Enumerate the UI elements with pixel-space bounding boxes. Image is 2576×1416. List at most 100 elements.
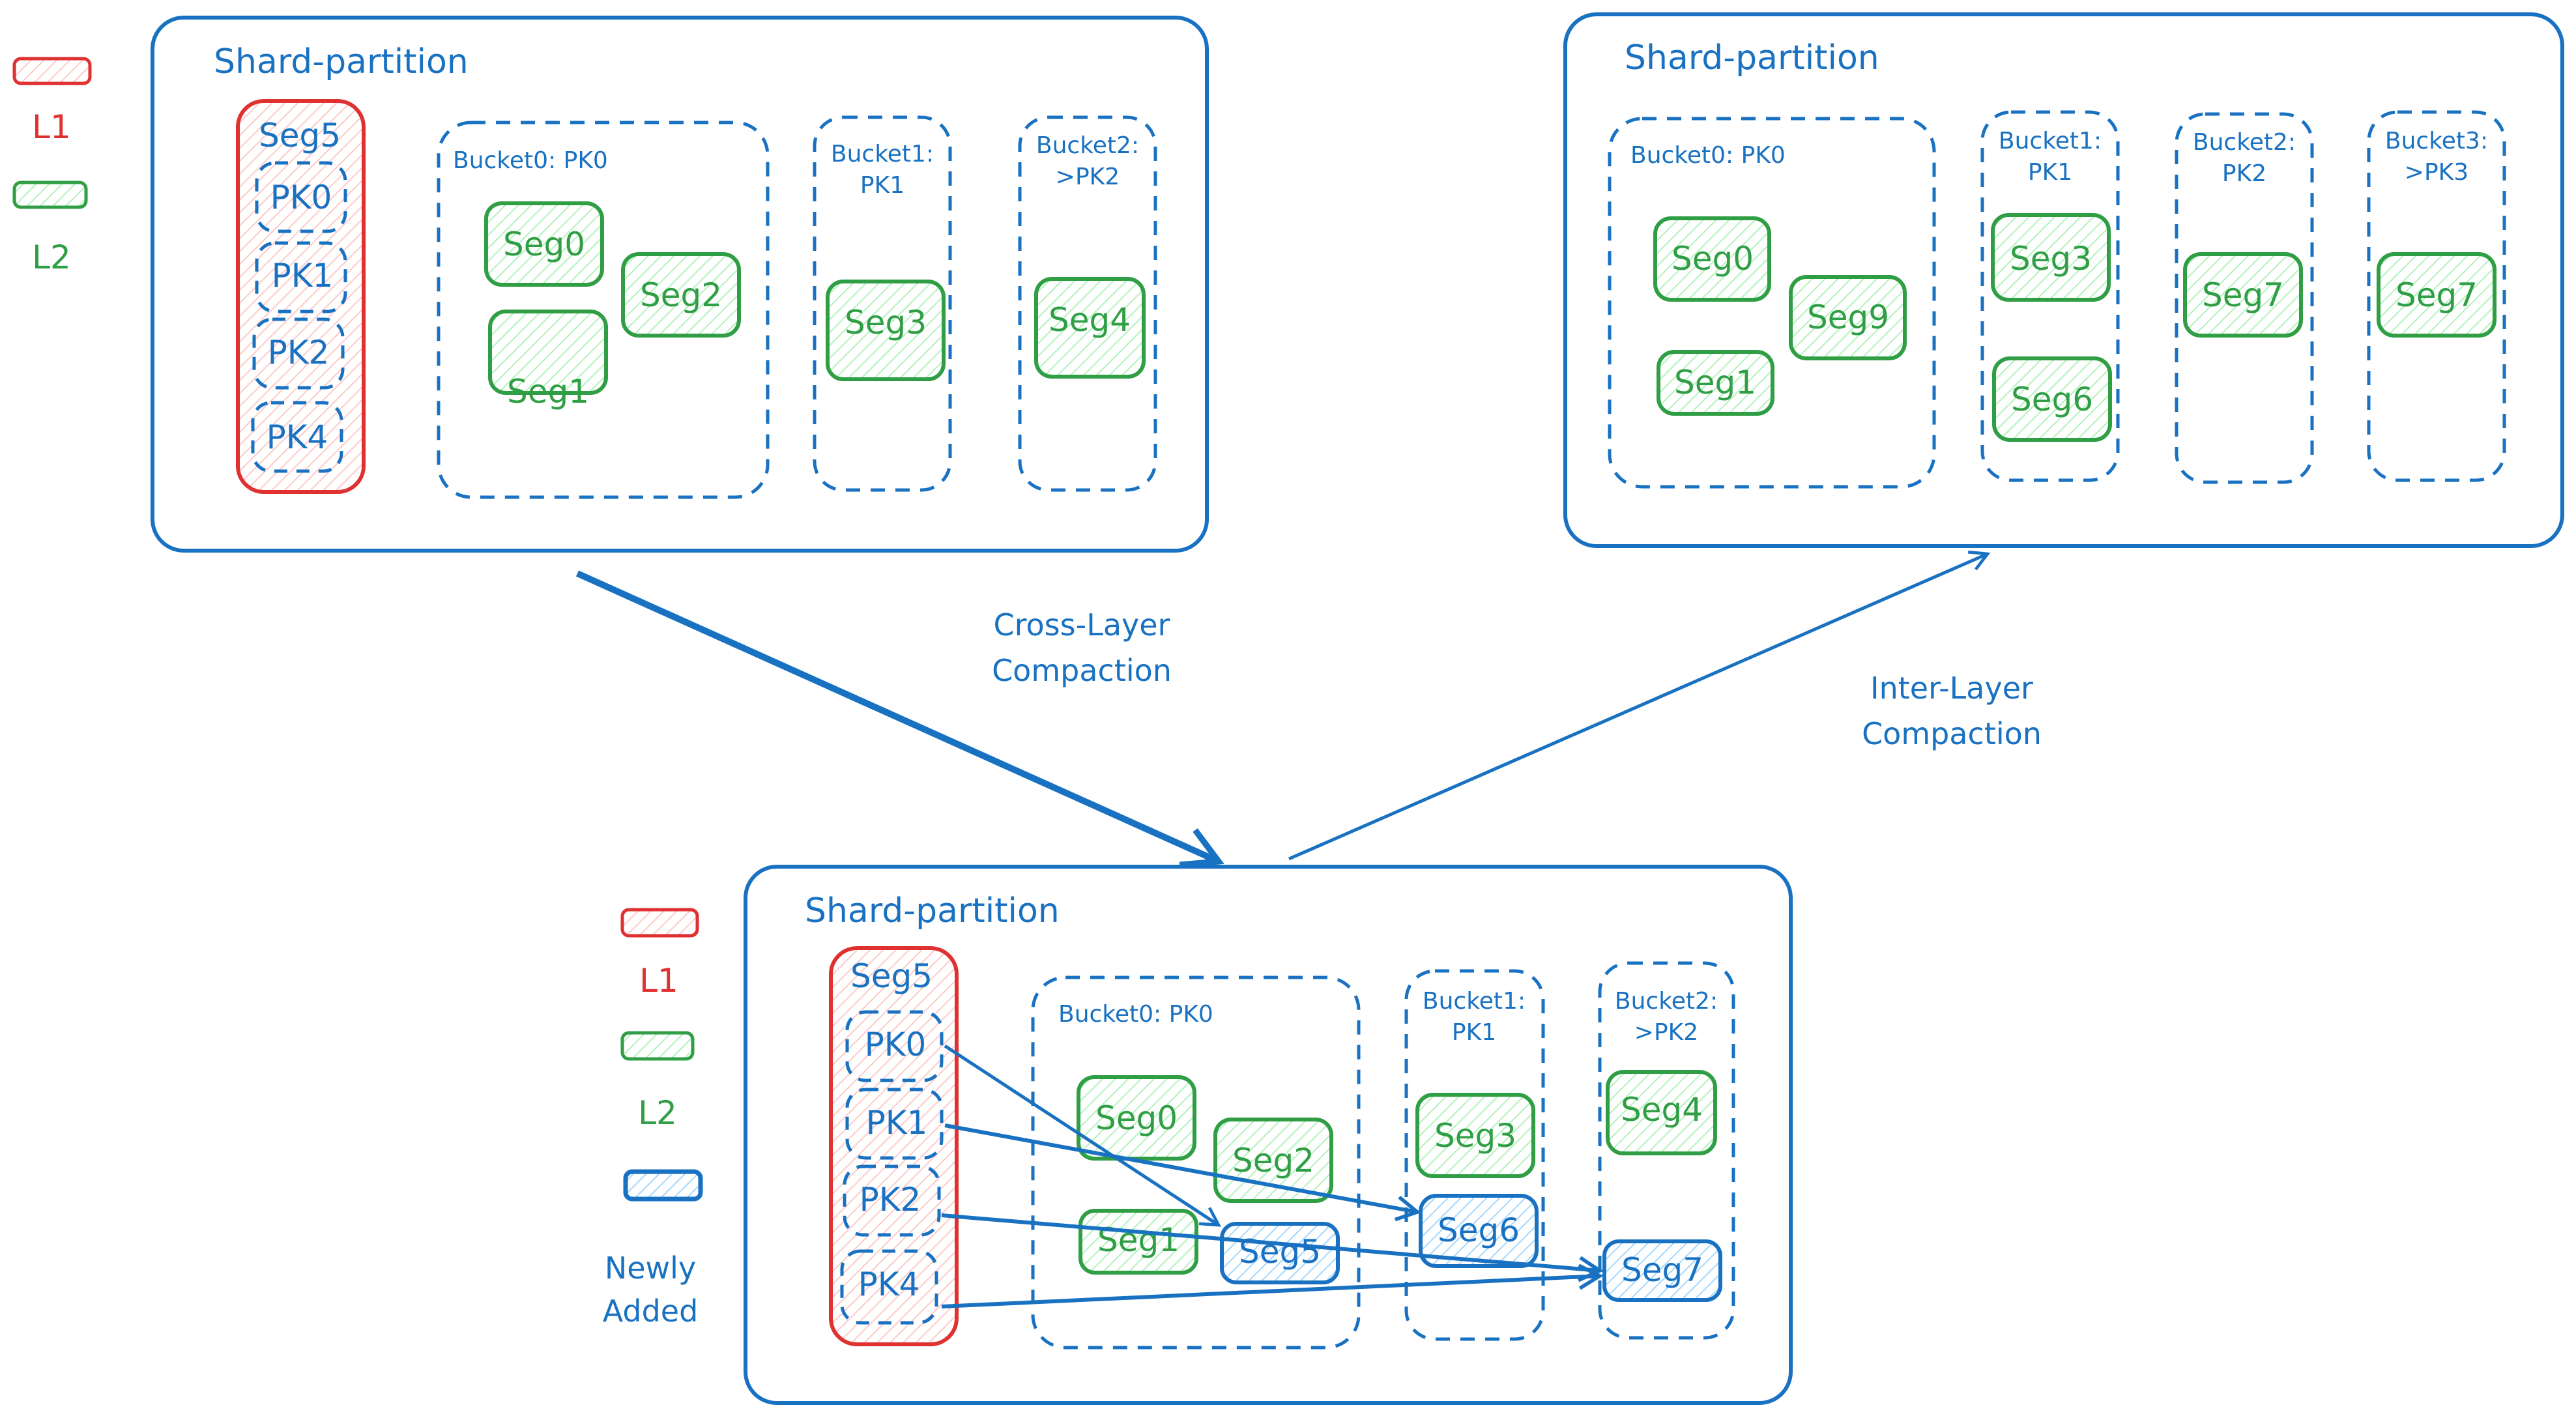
bucket-0: Bucket0: PK0 Seg0 Seg2 Seg1 Seg5 bbox=[1031, 975, 1361, 1350]
segment-label: Seg4 bbox=[1621, 1091, 1703, 1129]
pk-label: PK4 bbox=[858, 1265, 920, 1303]
cross-layer-label: Compaction bbox=[992, 653, 1172, 688]
segment-label: Seg1 bbox=[507, 373, 589, 411]
legend-l1-swatch bbox=[12, 57, 92, 85]
segment-label: Seg3 bbox=[1434, 1117, 1516, 1155]
new-segment-box bbox=[1602, 1239, 1722, 1302]
pk-label: PK0 bbox=[865, 1026, 927, 1063]
new-segment-label: Seg5 bbox=[1239, 1233, 1321, 1271]
pk-box bbox=[252, 317, 345, 390]
legend-new-swatch bbox=[623, 1169, 703, 1202]
pk-label: PK1 bbox=[866, 1104, 928, 1142]
segment-label: Seg0 bbox=[503, 225, 585, 263]
seg5-l1-box bbox=[829, 946, 959, 1346]
panel-before-title: Shard-partition bbox=[214, 42, 469, 81]
bucket-2: Bucket2: PK2 Seg7 bbox=[2175, 112, 2314, 484]
segment-label: Seg9 bbox=[1807, 298, 1889, 336]
bucket-label: >PK2 bbox=[1634, 1019, 1698, 1046]
pk-label: PK2 bbox=[860, 1181, 921, 1219]
segment-label: Seg1 bbox=[1674, 364, 1756, 401]
bucket-label: Bucket2: bbox=[1036, 132, 1139, 159]
inter-layer-label: Inter-Layer bbox=[1870, 671, 2033, 706]
pk-label: PK2 bbox=[268, 334, 330, 371]
bucket-0: Bucket0: PK0 Seg0 Seg1 Seg2 bbox=[437, 121, 770, 499]
legend-l2-label: L2 bbox=[638, 1094, 677, 1132]
bucket-frame bbox=[2367, 110, 2506, 482]
legend-l2-swatch bbox=[620, 1031, 695, 1061]
bucket-label: Bucket0: PK0 bbox=[1630, 142, 1786, 169]
panel-after-inter-frame bbox=[1563, 12, 2564, 548]
panel-after-cross-frame bbox=[744, 865, 1793, 1405]
bucket-frame bbox=[1404, 969, 1545, 1341]
inter-layer-label: Compaction bbox=[1862, 716, 2042, 751]
new-segment-label: Seg6 bbox=[1438, 1211, 1520, 1249]
segment-box bbox=[488, 310, 608, 395]
l1-segment: Seg5 PK0 PK1 PK2 PK4 bbox=[829, 946, 959, 1346]
segment-box bbox=[1657, 350, 1774, 416]
bucket-label: >PK2 bbox=[1056, 164, 1120, 190]
pk-box bbox=[255, 241, 347, 313]
bucket-label: Bucket0: PK0 bbox=[1058, 1001, 1213, 1028]
segment-label: Seg2 bbox=[640, 276, 722, 314]
mapping-arrow-pk1-seg6 bbox=[944, 1123, 1421, 1222]
pk-label: PK4 bbox=[267, 418, 328, 456]
legend-new-label: Added bbox=[603, 1293, 699, 1329]
new-segment-box bbox=[1220, 1222, 1340, 1284]
bucket-label: Bucket3: bbox=[2385, 128, 2488, 154]
bucket-label: >PK3 bbox=[2405, 159, 2468, 186]
segment-label: Seg0 bbox=[1672, 240, 1754, 278]
pk-box bbox=[251, 401, 343, 473]
bucket-label: Bucket1: bbox=[1999, 128, 2102, 154]
seg5-label: Seg5 bbox=[850, 957, 933, 995]
bucket-label: PK1 bbox=[2028, 159, 2072, 186]
segment-box bbox=[2183, 252, 2303, 338]
panel-after-cross-title: Shard-partition bbox=[805, 891, 1060, 931]
segment-box bbox=[1992, 356, 2112, 442]
segment-label: Seg2 bbox=[1232, 1142, 1314, 1179]
legend-l1-label: L1 bbox=[32, 108, 71, 146]
panel-after-cross: Shard-partition Seg5 PK0 PK1 PK2 PK4 Buc… bbox=[744, 865, 1793, 1405]
inter-layer-arrow bbox=[1288, 550, 1991, 861]
segment-label: Seg4 bbox=[1049, 301, 1131, 339]
segment-label: Seg3 bbox=[2010, 240, 2092, 278]
segment-label: Seg3 bbox=[845, 304, 927, 341]
mapping-arrow-pk4-seg7 bbox=[941, 1264, 1604, 1308]
bucket-3: Bucket3: >PK3 Seg7 bbox=[2367, 110, 2506, 482]
bucket-2: Bucket2: >PK2 Seg4 bbox=[1018, 115, 1157, 492]
bucket-0: Bucket0: PK0 Seg0 Seg9 Seg1 bbox=[1608, 117, 1936, 489]
segment-box bbox=[1078, 1209, 1198, 1275]
bucket-frame bbox=[1031, 975, 1361, 1350]
bucket-frame bbox=[1018, 115, 1157, 492]
bucket-label: Bucket2: bbox=[2193, 129, 2296, 156]
pk-label: PK1 bbox=[272, 257, 334, 295]
pk-box bbox=[840, 1249, 938, 1325]
bucket-label: Bucket1: bbox=[1423, 988, 1526, 1015]
legend-top: L1 L2 bbox=[12, 57, 92, 276]
bucket-frame bbox=[813, 115, 952, 492]
legend-l1-swatch bbox=[620, 908, 699, 938]
l1-segment: Seg5 PK0 PK1 PK2 PK4 bbox=[236, 99, 366, 494]
segment-box bbox=[826, 280, 946, 381]
bucket-1: Bucket1: PK1 Seg3 Seg6 bbox=[1980, 110, 2120, 482]
panel-after-inter-title: Shard-partition bbox=[1625, 38, 1879, 78]
bucket-label: PK1 bbox=[860, 172, 904, 199]
pk-box bbox=[845, 1010, 944, 1082]
legend-bottom: L1 L2 Newly Added bbox=[603, 908, 703, 1329]
segment-box bbox=[1415, 1093, 1535, 1178]
segment-label: Seg7 bbox=[2395, 276, 2478, 314]
cross-layer-label: Cross-Layer bbox=[994, 607, 1170, 643]
panel-after-inter: Shard-partition Bucket0: PK0 Seg0 Seg9 S… bbox=[1563, 12, 2564, 548]
bucket-frame bbox=[1980, 110, 2120, 482]
mapping-arrow-pk2-seg7 bbox=[941, 1213, 1604, 1282]
legend-l1-label: L1 bbox=[639, 962, 678, 1000]
bucket-1: Bucket1: PK1 Seg3 Seg6 bbox=[1404, 969, 1545, 1341]
segment-box bbox=[484, 201, 604, 287]
bucket-1: Bucket1: PK1 Seg3 bbox=[813, 115, 952, 492]
segment-box bbox=[2377, 252, 2496, 338]
new-segment-label: Seg7 bbox=[1621, 1251, 1703, 1289]
bucket-frame bbox=[1598, 961, 1735, 1340]
panel-before-frame bbox=[151, 16, 1209, 553]
segment-box bbox=[1789, 275, 1907, 360]
pk-box bbox=[845, 1088, 944, 1160]
